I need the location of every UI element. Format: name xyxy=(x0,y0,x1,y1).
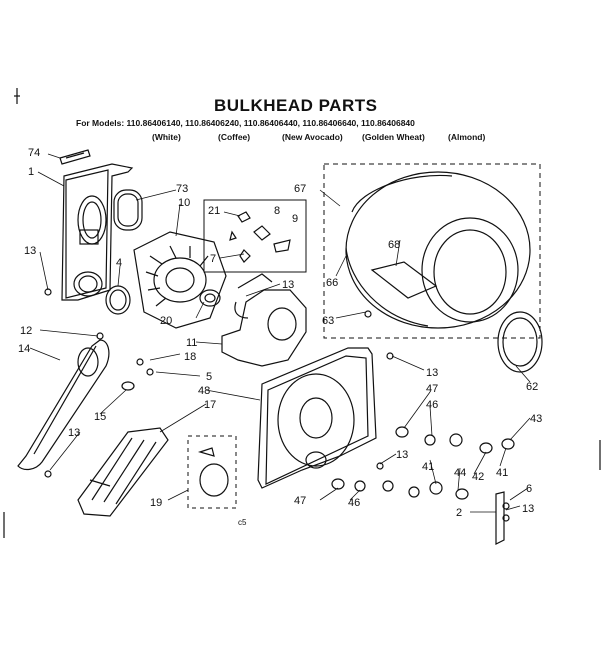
callout-17: 17 xyxy=(204,399,216,411)
callout-47-a: 47 xyxy=(426,383,438,395)
color-golden-wheat: (Golden Wheat) xyxy=(362,132,425,142)
inset-parts-box xyxy=(203,199,307,273)
callout-62: 62 xyxy=(526,381,538,393)
models-line: For Models: 110.86406140, 110.86406240, … xyxy=(76,118,415,128)
part-48-bulkhead xyxy=(257,347,377,489)
callout-10: 10 xyxy=(178,197,190,209)
callout-1: 1 xyxy=(28,166,34,178)
callout-67: 67 xyxy=(294,183,306,195)
callout-41-b: 41 xyxy=(496,467,508,479)
color-new-avocado: (New Avocado) xyxy=(282,132,343,142)
part-62-seal xyxy=(497,311,543,373)
callout-2: 2 xyxy=(456,507,462,519)
callout-21: 21 xyxy=(208,205,220,217)
callout-15: 15 xyxy=(94,411,106,423)
part-10-blower-housing xyxy=(133,231,227,329)
page-code: c5 xyxy=(238,518,247,527)
callout-74: 74 xyxy=(28,147,40,159)
callout-46-a: 46 xyxy=(426,399,438,411)
callout-5: 5 xyxy=(206,371,212,383)
callout-48: 48 xyxy=(198,385,210,397)
callout-7: 7 xyxy=(210,253,216,265)
callout-68: 68 xyxy=(388,239,400,251)
callout-19: 19 xyxy=(150,497,162,509)
part-11-blower xyxy=(221,273,307,367)
callout-66: 66 xyxy=(326,277,338,289)
callout-13-d: 13 xyxy=(68,427,80,439)
callout-63: 63 xyxy=(322,315,334,327)
part-14-belt xyxy=(17,339,110,471)
part-67-drum xyxy=(345,171,531,329)
part-74-clip xyxy=(59,149,91,165)
leader-lines xyxy=(29,153,531,513)
part-20-bushing xyxy=(199,289,221,307)
hardware-rollers xyxy=(121,381,515,500)
callout-42: 42 xyxy=(472,471,484,483)
color-coffee: (Coffee) xyxy=(218,132,251,142)
callout-13-c: 13 xyxy=(426,367,438,379)
color-white: (White) xyxy=(152,132,181,142)
callout-6: 6 xyxy=(526,483,532,495)
part-2-bracket xyxy=(495,491,505,545)
part-1-front-panel xyxy=(61,163,134,301)
callout-13-a: 13 xyxy=(24,245,36,257)
callout-18: 18 xyxy=(184,351,196,363)
part-73-seal xyxy=(113,189,143,231)
part-19-kit xyxy=(187,435,237,509)
callout-43: 43 xyxy=(530,413,542,425)
callout-13-f: 13 xyxy=(522,503,534,515)
callout-73: 73 xyxy=(176,183,188,195)
callout-46-b: 46 xyxy=(348,497,360,509)
diagram-title: BULKHEAD PARTS xyxy=(214,96,378,115)
drum-group-outline xyxy=(323,163,541,339)
callout-47-b: 47 xyxy=(294,495,306,507)
callout-13-e: 13 xyxy=(396,449,408,461)
callout-4: 4 xyxy=(116,257,122,269)
callout-11: 11 xyxy=(186,337,197,349)
callout-12: 12 xyxy=(20,325,32,337)
part-17-heater xyxy=(77,427,169,517)
part-4-ring xyxy=(105,285,131,315)
callout-44: 44 xyxy=(454,467,466,479)
color-almond: (Almond) xyxy=(448,132,486,142)
callout-14: 14 xyxy=(18,343,30,355)
callout-8: 8 xyxy=(274,205,280,217)
callout-41-a: 41 xyxy=(422,461,434,473)
callout-13-b: 13 xyxy=(282,279,294,291)
callout-20: 20 xyxy=(160,315,172,327)
callout-9: 9 xyxy=(292,213,298,225)
